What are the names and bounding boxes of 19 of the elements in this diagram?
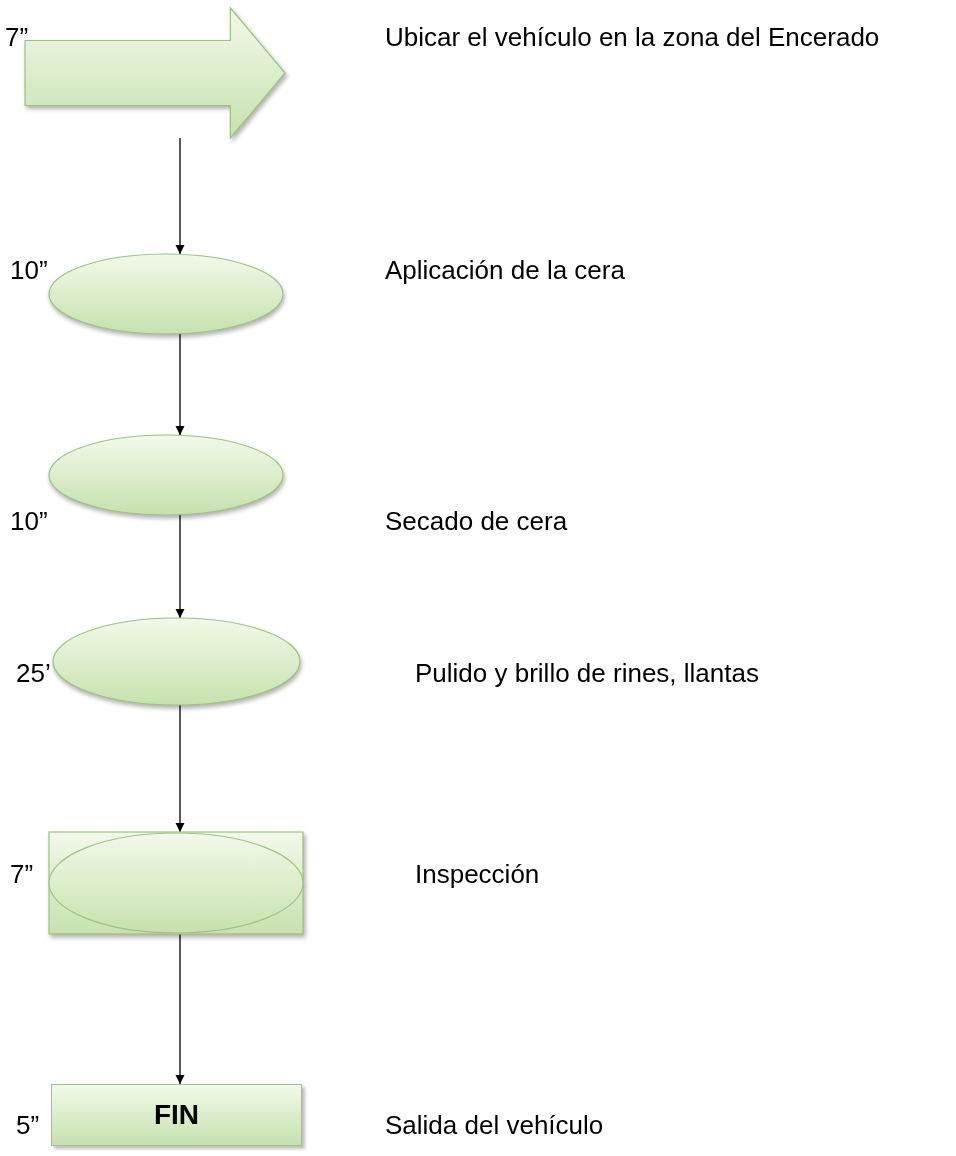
duration-label: 5” (16, 1110, 40, 1140)
duration-label: 10” (10, 255, 48, 285)
arrow (175, 137, 185, 255)
arrow (175, 704, 185, 833)
duration-label: 7” (10, 859, 34, 889)
arrow (175, 514, 185, 619)
step-description: Salida del vehículo (385, 1110, 604, 1140)
step-description: Secado de cera (385, 506, 568, 536)
duration-label: 7” (5, 22, 29, 52)
duration-label: 25’ (16, 658, 51, 688)
node-label: FIN (153, 1099, 200, 1131)
arrow (175, 933, 185, 1085)
duration-label: 10” (10, 506, 48, 536)
step-description: Ubicar el vehículo en la zona del Encerado (385, 22, 880, 52)
process-box (51, 1084, 302, 1146)
arrow (175, 333, 185, 436)
step-description: Inspección (415, 859, 540, 889)
step-description: Aplicación de la cera (385, 255, 625, 285)
step-description: Pulido y brillo de rines, llantas (415, 658, 759, 688)
